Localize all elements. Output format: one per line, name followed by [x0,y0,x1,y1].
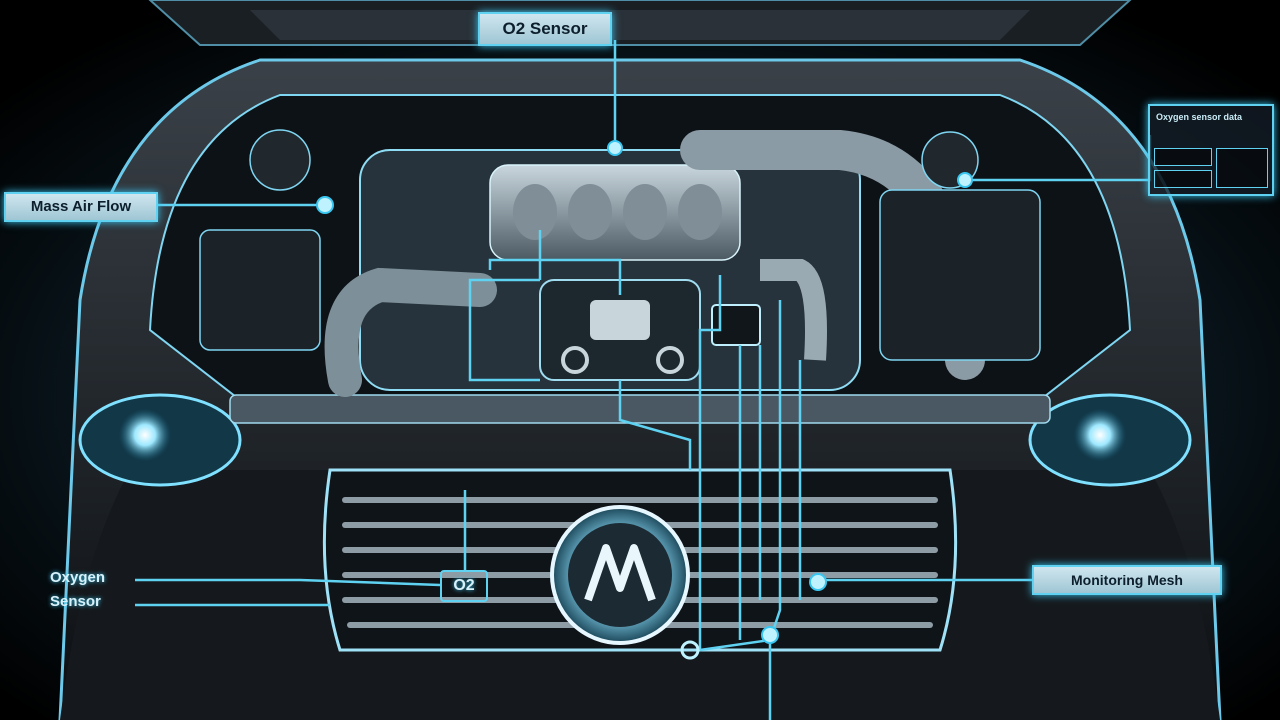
callout-oxygen-sensor-line1: Oxygen [50,569,106,586]
callout-o2-center: O2 [440,570,488,602]
sensor-data-panel: Oxygen sensor data [1148,104,1274,196]
sensor-data-panel-title: Oxygen sensor data [1156,112,1243,122]
panel-graph-area [1216,148,1268,188]
callout-oxygen-sensor: Oxygen Sensor [46,566,141,622]
callout-oxygen-sensor-line2: Sensor [50,593,101,610]
callout-o2-sensor-top: O2 Sensor [478,12,612,46]
panel-readout-2 [1154,170,1212,188]
panel-readout-1 [1154,148,1212,166]
callout-monitoring-mesh: Monitoring Mesh [1032,565,1222,595]
callout-mass-air-flow: Mass Air Flow [4,192,158,222]
